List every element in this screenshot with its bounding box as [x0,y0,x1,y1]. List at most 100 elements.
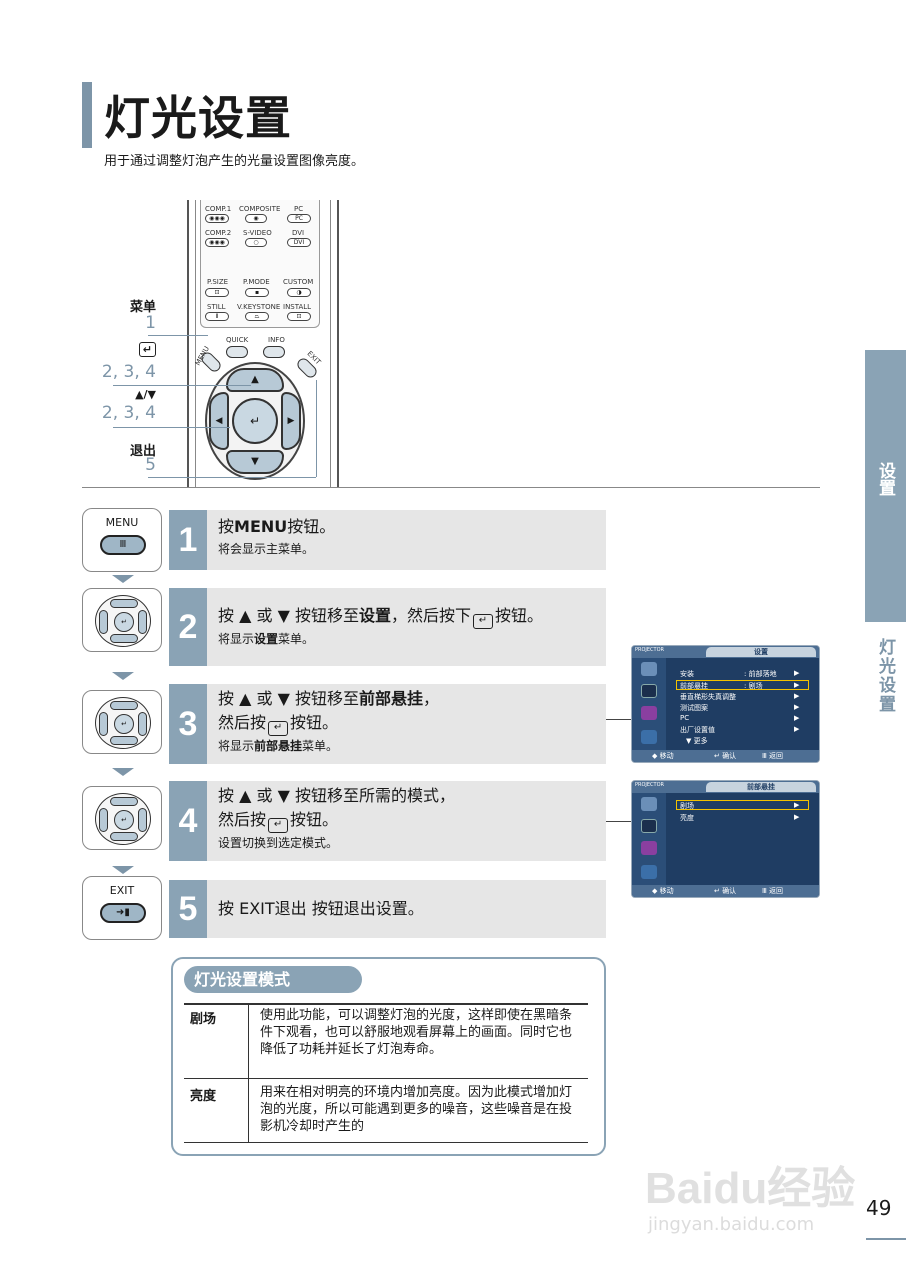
osd-row[interactable]: ▼ 更多 [686,737,708,745]
osd-footer: ◆ 移动 ↵ 确认 Ⅲ 返回 [632,750,819,762]
table-top-rule [184,1003,588,1005]
osd-row[interactable]: 出厂设置值 [680,726,715,734]
callout-updown-label: ▲/▼ [135,388,156,401]
callout-line-enter [113,385,251,386]
flow-arrow-icon [112,866,134,874]
osd-option-icon [641,865,657,879]
osd-arrow-icon: ▶ [794,801,800,809]
remote-edge-right [330,200,331,488]
custom-button[interactable]: ◑ [287,288,311,297]
remote-source-panel: COMP.1 COMPOSITE PC ◉◉◉ ◉ PC COMP.2 S-VI… [200,200,320,328]
step4-line2-end: 按钮。 [290,810,339,829]
step-number: 4 [169,781,207,861]
dvi-button[interactable]: DVI [287,238,311,247]
osd-arrow-icon: ▶ [794,813,800,821]
osd-highlight [676,800,809,810]
step4-icon: ↵ [82,786,162,850]
callout-line-exit [148,477,316,478]
osd-arrow-icon: ▶ [794,692,800,700]
step-number: 2 [169,588,207,666]
osd-move-hint: ◆ 移动 [652,887,674,895]
osd-brand: PROJECTOR [635,647,665,653]
remote-control [187,200,339,488]
step2-bold: 设置 [358,606,391,625]
comp1-button[interactable]: ◉◉◉ [205,214,229,223]
step2-sub: 将显示 [218,632,255,646]
step2-text-mid: ，然后按下 [390,606,471,625]
osd-setup-menu: PROJECTOR 设置 安装 : 前部落地 前部悬挂 : 剧场 垂直梯形失真调… [631,645,820,763]
osd-row[interactable]: 安装 [680,670,694,678]
remote-edge-left [195,200,196,488]
side-tab-label: 设置 [875,462,895,496]
lamp-mode-heading: 灯光设置模式 [184,966,362,993]
step3-sub: 将显示 [218,739,255,753]
osd-row-value: : 前部落地 [744,670,777,678]
enter-icon: ↵ [268,818,289,833]
osd-row[interactable]: 测试图案 [680,704,708,712]
step3-sub-end: 菜单。 [302,739,339,753]
osd-row[interactable]: 前部悬挂 [680,682,708,690]
right-arrow-button[interactable]: ▶ [281,392,301,450]
psize-label: P.SIZE [207,278,229,286]
osd-setup-icon [641,706,657,720]
osd-arrow-icon: ▶ [794,714,800,722]
step2-text-end: 按钮。 [495,606,544,625]
osd-arrow-icon: ▶ [794,703,800,711]
osd-row[interactable]: 亮度 [680,814,694,822]
table-bottom-rule [184,1142,588,1143]
info-key[interactable] [263,346,285,358]
svideo-button[interactable]: ○ [245,238,267,247]
osd-footer: ◆ 移动 ↵ 确认 Ⅲ 返回 [632,885,819,897]
osd-row[interactable]: PC [680,714,690,722]
step-number: 5 [169,880,207,938]
info-key-label: INFO [268,336,285,344]
step-text-box: 按 ▲ 或 ▼ 按钮移至前部悬挂， 然后按↵按钮。 将显示前部悬挂菜单。 [207,684,606,764]
watermark-logo: Baidu经验 [645,1164,856,1213]
enter-icon: ↵ [268,721,289,736]
osd-picture-icon [641,662,657,676]
osd-row[interactable]: 垂直梯形失真调整 [680,693,736,701]
install-button[interactable]: ⊡ [287,312,311,321]
section-divider [82,487,820,488]
flow-arrow-icon [112,768,134,776]
left-arrow-button[interactable]: ◀ [209,392,229,450]
step1-bold: MENU [234,517,288,536]
callout-enter-steps: 2, 3, 4 [101,362,156,382]
osd-confirm-hint: ↵ 确认 [714,752,737,760]
page-number-rule [866,1238,906,1240]
osd-picture-icon [641,797,657,811]
dvi-label: DVI [292,229,305,237]
osd-highlight [676,680,809,690]
page-title: 灯光设置 [104,91,292,145]
osd-screen-icon [641,819,657,833]
title-accent-bar [82,82,92,148]
step4-subtext: 设置切换到选定模式。 [218,836,339,850]
callout-updown-steps: 2, 3, 4 [101,403,156,423]
pc-label: PC [294,205,304,213]
osd-back-hint: Ⅲ 返回 [762,752,784,760]
callout-exit-steps: 5 [145,455,156,475]
custom-label: CUSTOM [283,278,314,286]
up-arrow-button[interactable]: ▲ [226,368,284,392]
callout-menu-steps: 1 [145,313,156,333]
osd-arrow-icon: ▶ [794,725,800,733]
vkeystone-button[interactable]: ⏢ [245,312,269,321]
osd-sidebar [632,658,666,752]
step3-bold: 前部悬挂 [358,689,423,708]
still-button[interactable]: Ⅱ [205,312,229,321]
osd-row-value: : 剧场 [744,682,763,690]
lamp-mode-box [171,957,606,1156]
down-arrow-button[interactable]: ▼ [226,450,284,474]
comp2-button[interactable]: ◉◉◉ [205,238,229,247]
enter-button[interactable]: ↵ [232,398,278,444]
quick-key[interactable] [226,346,248,358]
pc-button[interactable]: PC [287,214,311,223]
osd-row[interactable]: 剧场 [680,802,694,810]
osd-tab: 前部悬挂 [706,782,816,792]
pmode-button[interactable]: ▪ [245,288,269,297]
step3-sub-bold: 前部悬挂 [254,739,303,753]
psize-button[interactable]: ⊡ [205,288,229,297]
callout-menu-label: 菜单 [129,300,156,315]
still-label: STILL [207,303,226,311]
composite-button[interactable]: ◉ [245,214,267,223]
